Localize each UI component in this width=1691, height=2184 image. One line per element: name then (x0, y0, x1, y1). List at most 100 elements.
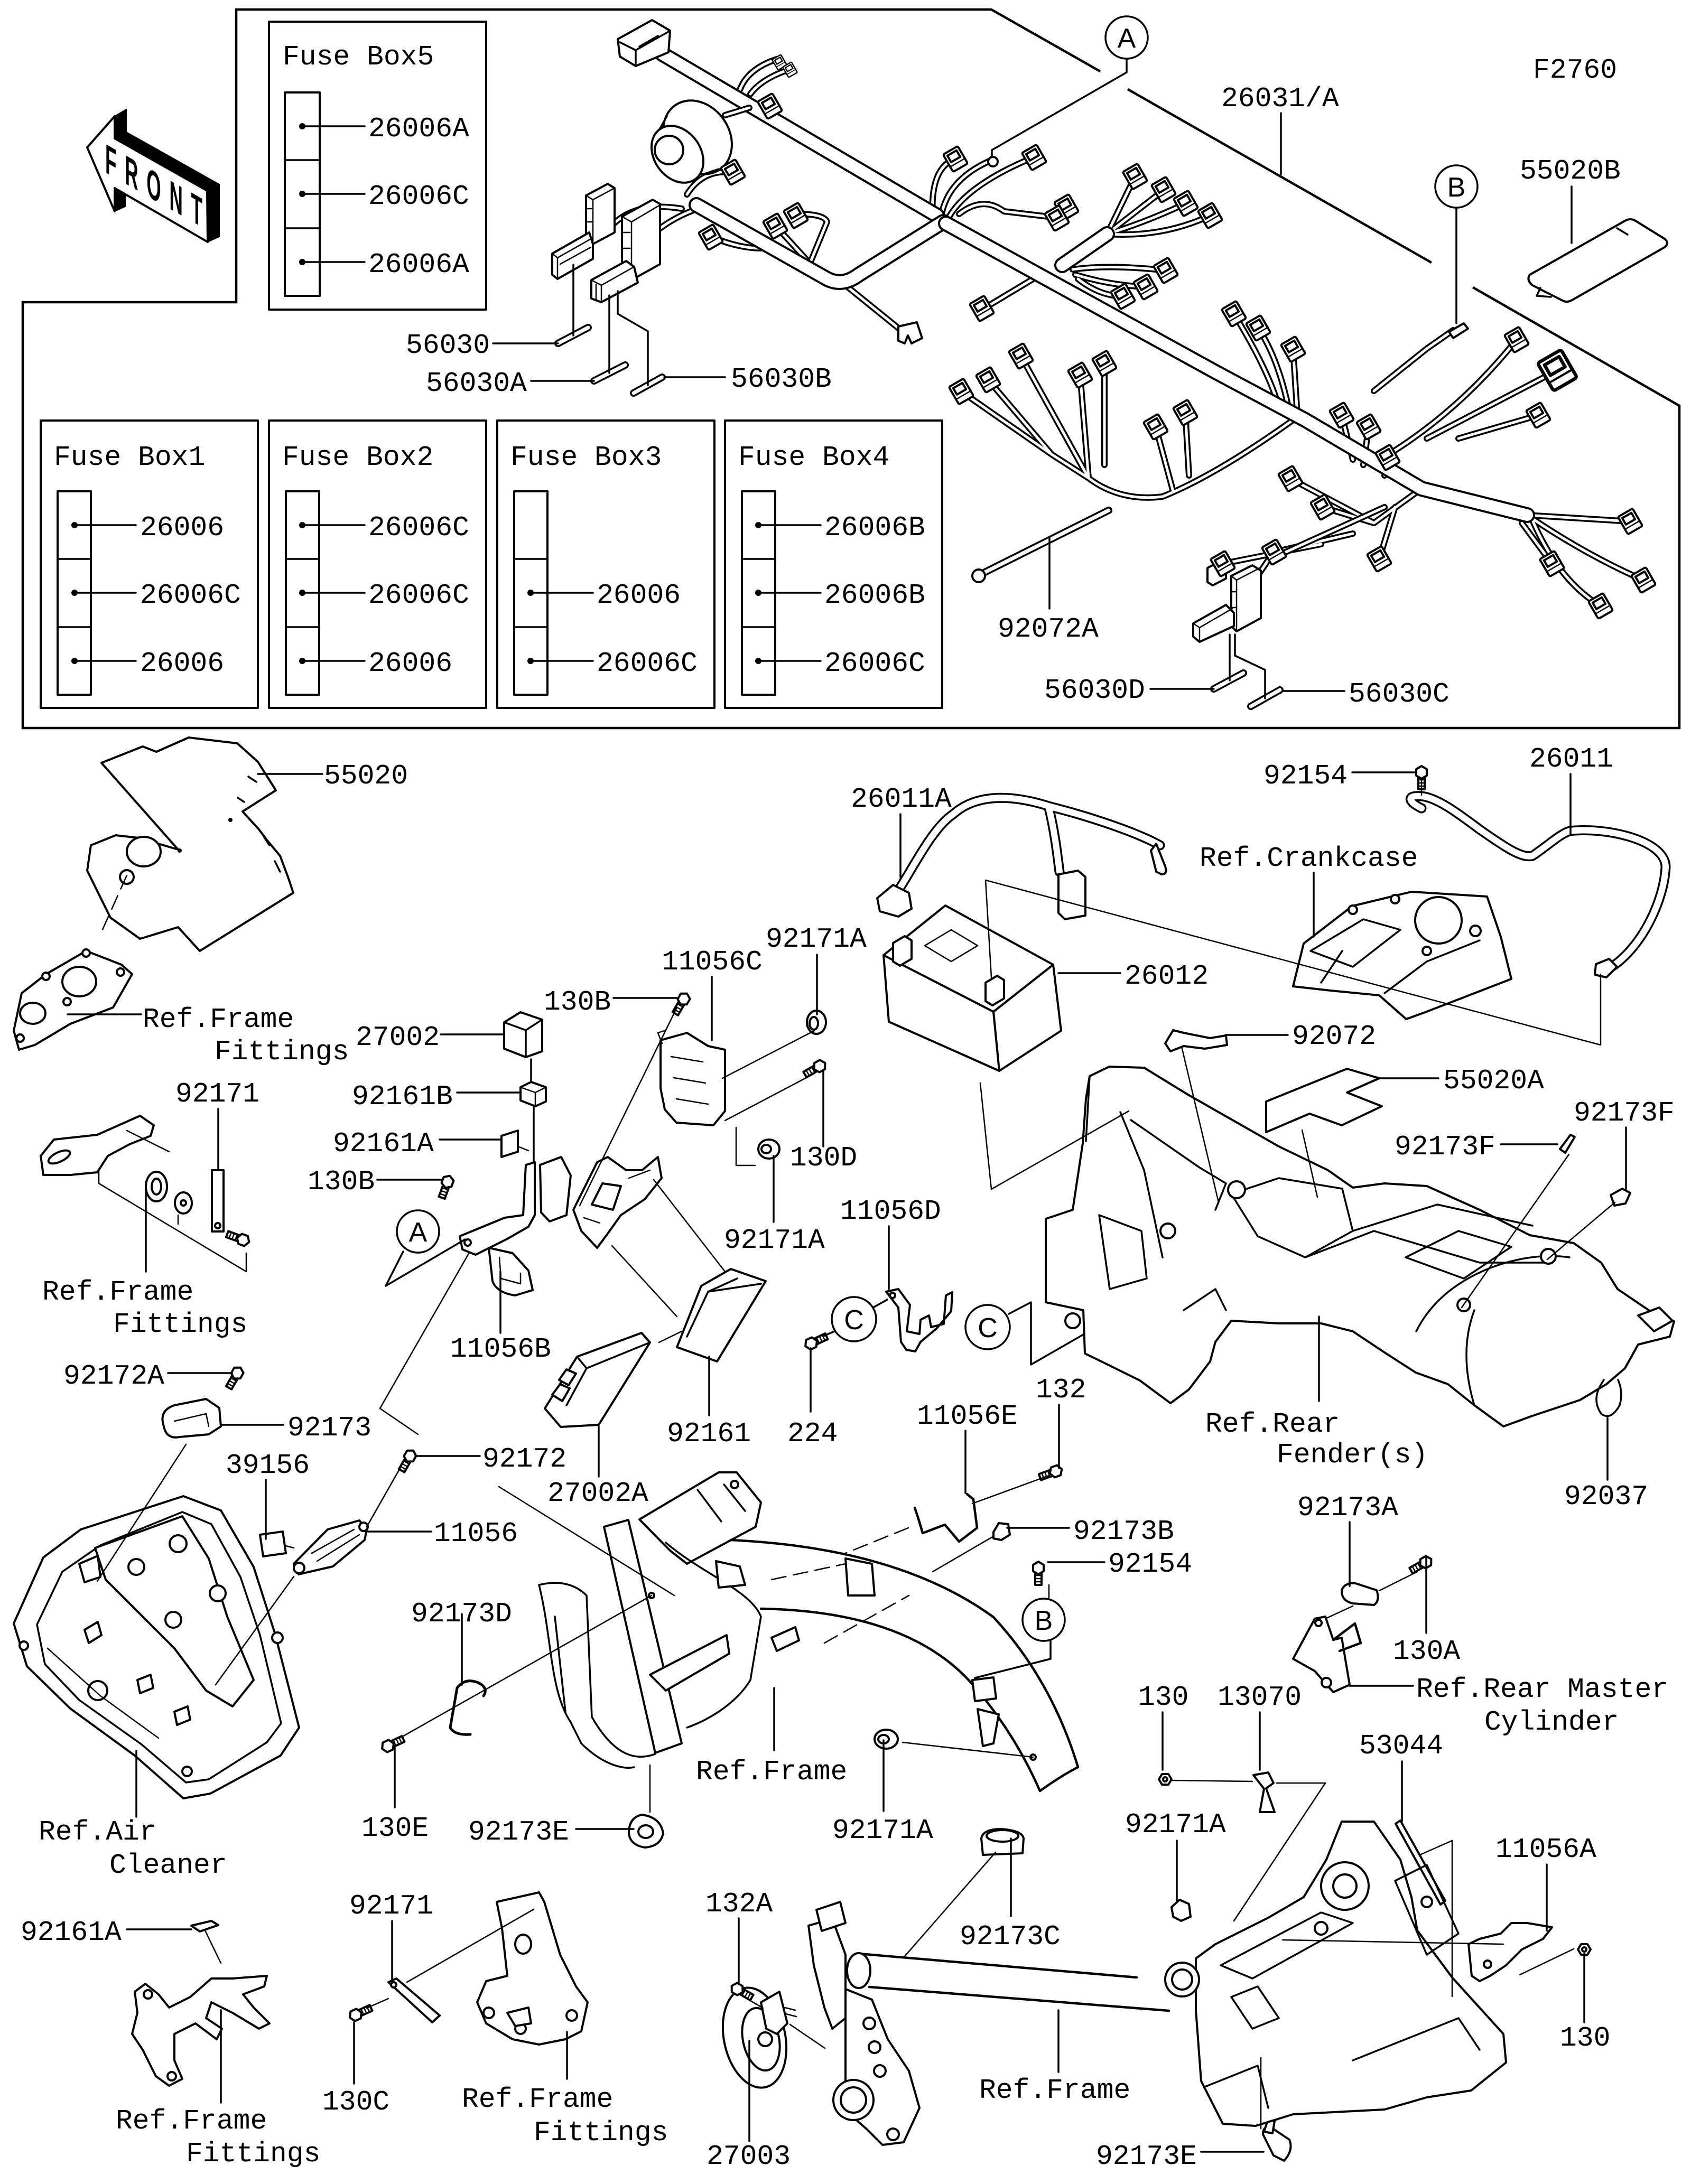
small-parts-center-drawing (874, 1492, 1011, 1750)
bolt-drawing (381, 1735, 406, 1753)
reference-label: Fender(s) (1277, 1439, 1428, 1471)
harness-trunk-fill (691, 199, 949, 288)
figure-code: F2760 (1533, 54, 1617, 86)
harness-wire-fill (1071, 175, 1212, 298)
part-callout: 27002A (547, 1478, 648, 1509)
tie-wrap-92072A-drawing (971, 507, 1112, 583)
bolt-drawing (225, 1230, 250, 1247)
fuse-part-number: 26006C (368, 580, 469, 611)
part-callout: 92172A (63, 1360, 164, 1392)
harness-connector (1132, 273, 1159, 301)
harness-connector (762, 212, 788, 240)
clamp-92173-drawing (161, 1398, 222, 1439)
frame-fitting-drawing (13, 948, 133, 1051)
part-callout: 132A (705, 1888, 773, 1920)
small-parts-right-drawing (980, 1771, 1553, 1982)
reference-marker-b: B (1021, 1598, 1066, 1642)
harness-connector (1280, 335, 1306, 363)
canister-neck-fill (723, 106, 751, 117)
harness-connector (1110, 283, 1136, 310)
part-callout: 92161 (667, 1418, 751, 1450)
part-callout: 27003 (707, 2141, 791, 2172)
reference-label: Ref.Frame (696, 1756, 847, 1788)
ecu-27002A-drawing (544, 1332, 651, 1428)
part-callout: 39156 (226, 1450, 310, 1481)
part-callout: 92173D (411, 1598, 512, 1630)
part-callout: 92173B (1073, 1516, 1174, 1547)
part-callout: 56030B (731, 363, 832, 395)
part-callout: 132 (1036, 1374, 1086, 1406)
part-callout: 26012 (1125, 960, 1209, 992)
air-cleaner-reference-drawing (13, 1495, 300, 1799)
fuse-part-number: 26006C (368, 181, 469, 212)
bracket-11056B-drawing (459, 1156, 572, 1296)
fuse-part-number: 26006B (824, 580, 925, 611)
part-callout: 11056 (434, 1518, 518, 1550)
part-callout: 56030 (406, 330, 490, 361)
fuse-part-number: 26006C (368, 512, 469, 544)
ground-cable-26011-drawing (1406, 791, 1671, 978)
fuse-box-title: Fuse Box4 (738, 442, 889, 473)
part-callout: 92173F (1395, 1131, 1495, 1163)
bolt-drawing (1408, 1555, 1433, 1575)
part-callout: 92173 (287, 1412, 371, 1444)
harness-connector (698, 223, 724, 251)
harness-connector (1173, 190, 1199, 217)
reference-label: Fittings (113, 1309, 247, 1340)
harness-connector (1366, 545, 1392, 573)
part-callout: 26011 (1529, 743, 1613, 775)
harness-connector (1587, 592, 1614, 620)
cable-fill (1407, 792, 1669, 970)
leader-lines (126, 1425, 1585, 2153)
harness-connector (783, 202, 809, 229)
harness-connector (1067, 361, 1093, 389)
fuse-box-title: Fuse Box2 (282, 442, 433, 473)
part-callout: 130E (361, 1813, 429, 1844)
fuse-part-number: 26006 (140, 512, 224, 544)
fuse-part-number: 26006C (140, 580, 241, 611)
part-callout: 92171 (349, 1890, 433, 1922)
bolt-drawing (730, 1982, 755, 2002)
part-callout: 92154 (1108, 1548, 1192, 1580)
harness-connector (1044, 204, 1070, 232)
part-callout: 53044 (1359, 1730, 1443, 1762)
fuse-box-4: Fuse Box4 26006B 26006B 26006C (724, 419, 943, 709)
part-callout: 56030D (1044, 675, 1145, 706)
fuse-part-number: 26006C (824, 648, 925, 679)
harness-section-border (21, 8, 1681, 730)
part-callout: 92171A (1125, 1809, 1226, 1841)
bracket-assembly-left-drawing (40, 1115, 247, 1273)
part-callout: 27002 (356, 1022, 440, 1053)
harness-trunk-fill (656, 48, 943, 221)
part-callouts: 56030 56030A 56030B 26031/A 55020B 92072… (21, 83, 1675, 2172)
harness-connector (975, 366, 1001, 394)
harness-connector (1153, 257, 1179, 284)
bracket-lower-left-drawing (131, 1891, 589, 2087)
harness-connector (1617, 508, 1643, 535)
rear-frame-reference-drawing (846, 1821, 1507, 2127)
harness-connector (1537, 349, 1578, 392)
marker-leader-lines (385, 58, 1457, 1679)
reference-label: Cleaner (109, 1850, 227, 1881)
part-callout: 130B (544, 986, 611, 1018)
marker-letter: C (844, 1305, 864, 1336)
harness-connector (1328, 402, 1355, 429)
harness-trunk-fill (940, 218, 1533, 521)
part-callout: 11056B (450, 1333, 551, 1365)
battery-26012-drawing (882, 904, 1062, 1072)
harness-wire-fill (685, 170, 829, 272)
part-callout: 92171A (766, 923, 867, 955)
harness-connector (1172, 399, 1198, 426)
rear-master-bracket-drawing (1292, 1582, 1379, 1693)
harness-wire-fill (960, 312, 1299, 499)
part-callout: 130D (790, 1142, 857, 1174)
sensor-11056-drawing (259, 1519, 369, 1575)
part-callout: 130 (1138, 1682, 1188, 1713)
harness-connector (1630, 566, 1657, 594)
fork-terminal (897, 321, 923, 344)
part-callout: 92161A (21, 1917, 122, 1948)
nut-drawing (1577, 1943, 1592, 1956)
part-callout: 55020 (324, 760, 408, 792)
fuse-box-title: Fuse Box5 (283, 41, 434, 73)
harness-connector (1008, 342, 1034, 370)
